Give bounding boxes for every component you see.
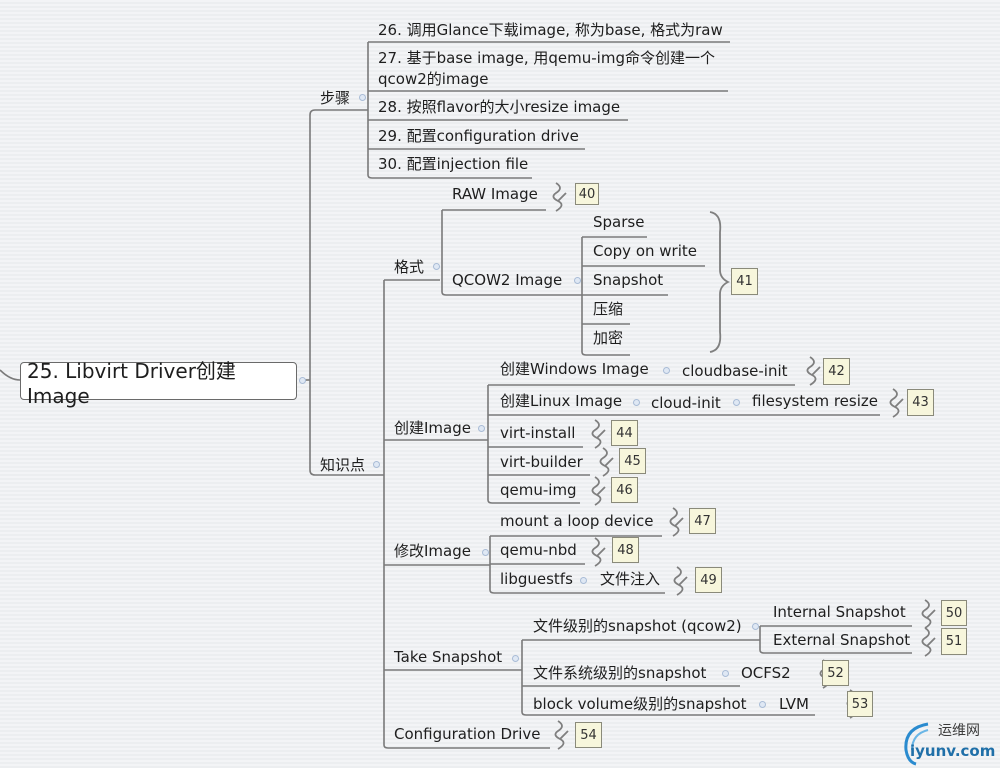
modify-image-topic[interactable]: 修改Image <box>394 542 471 560</box>
note-tag[interactable]: 52 <box>822 660 849 686</box>
qcow2-feature[interactable]: Snapshot <box>593 271 664 289</box>
tool-topic[interactable]: virt-builder <box>500 453 583 471</box>
collapse-toggle-icon[interactable] <box>752 623 759 630</box>
note-tag[interactable]: 47 <box>689 508 716 534</box>
collapse-toggle-icon[interactable] <box>482 549 489 556</box>
step-item[interactable]: 28. 按照flavor的大小resize image <box>378 98 621 116</box>
collapse-toggle-icon[interactable] <box>512 655 519 662</box>
qcow2-image-topic[interactable]: QCOW2 Image <box>452 271 563 289</box>
watermark-en: iyunv.com <box>910 742 996 760</box>
step-item[interactable]: 29. 配置configuration drive <box>378 127 579 145</box>
step-item[interactable]: 30. 配置injection file <box>378 155 529 173</box>
file-inject-topic[interactable]: 文件注入 <box>600 570 661 588</box>
config-drive-topic[interactable]: Configuration Drive <box>394 725 541 743</box>
collapse-toggle-icon[interactable] <box>722 670 729 677</box>
logo-swoosh-icon <box>904 722 929 766</box>
qcow2-feature[interactable]: 加密 <box>593 329 624 347</box>
note-tag[interactable]: 50 <box>941 600 967 626</box>
create-linux-topic[interactable]: 创建Linux Image <box>500 392 623 410</box>
note-tag[interactable]: 48 <box>612 537 639 563</box>
step-item[interactable]: 26. 调用Glance下载image, 称为base, 格式为raw <box>378 21 723 39</box>
tool-topic[interactable]: qemu-img <box>500 481 577 499</box>
qcow2-feature[interactable]: 压缩 <box>593 300 624 318</box>
collapse-toggle-icon[interactable] <box>663 367 670 374</box>
knowledge-topic[interactable]: 知识点 <box>320 456 366 474</box>
filesystem-resize-topic[interactable]: filesystem resize <box>752 392 878 410</box>
watermark-logo: 运维网 iyunv.com <box>898 718 998 766</box>
external-snapshot-topic[interactable]: External Snapshot <box>773 631 911 649</box>
create-image-topic[interactable]: 创建Image <box>394 419 471 437</box>
modify-method-topic[interactable]: mount a loop device <box>500 512 654 530</box>
root-topic[interactable]: 25. Libvirt Driver创建Image <box>20 359 297 408</box>
collapse-toggle-icon[interactable] <box>574 277 581 284</box>
internal-snapshot-topic[interactable]: Internal Snapshot <box>773 603 906 621</box>
collapse-toggle-icon[interactable] <box>373 461 380 468</box>
note-tag[interactable]: 40 <box>575 183 599 205</box>
note-tag[interactable]: 44 <box>611 420 638 446</box>
lvm-topic[interactable]: LVM <box>779 695 809 713</box>
note-tag[interactable]: 45 <box>619 448 646 474</box>
block-snapshot-topic[interactable]: block volume级别的snapshot <box>533 695 747 713</box>
note-tag[interactable]: 54 <box>575 722 602 748</box>
note-tag[interactable]: 51 <box>941 628 967 655</box>
steps-topic[interactable]: 步骤 <box>320 89 351 107</box>
root-topic-label: 25. Libvirt Driver创建Image <box>27 358 236 408</box>
format-topic[interactable]: 格式 <box>394 258 425 276</box>
note-tag[interactable]: 43 <box>907 389 934 416</box>
tool-topic[interactable]: virt-install <box>500 424 576 442</box>
fs-snapshot-topic[interactable]: 文件系统级别的snapshot <box>533 664 707 682</box>
collapse-toggle-icon[interactable] <box>633 399 640 406</box>
cloud-init-topic[interactable]: cloud-init <box>651 394 721 412</box>
collapse-toggle-icon[interactable] <box>433 263 440 270</box>
modify-method-topic[interactable]: libguestfs <box>500 570 573 588</box>
modify-method-topic[interactable]: qemu-nbd <box>500 541 577 559</box>
note-tag[interactable]: 53 <box>847 691 873 717</box>
note-tag[interactable]: 41 <box>731 268 758 295</box>
step-item[interactable]: 27. 基于base image, 用qemu-img命令创建一个 <box>378 49 715 67</box>
collapse-toggle-icon[interactable] <box>733 399 740 406</box>
qcow2-feature[interactable]: Sparse <box>593 213 645 231</box>
qcow2-feature[interactable]: Copy on write <box>593 242 697 260</box>
ocfs2-topic[interactable]: OCFS2 <box>741 664 791 682</box>
collapse-toggle-icon[interactable] <box>299 377 306 384</box>
note-tag[interactable]: 46 <box>611 477 638 503</box>
watermark-cn: 运维网 <box>938 723 980 739</box>
note-tag[interactable]: 49 <box>695 567 722 593</box>
raw-image-topic[interactable]: RAW Image <box>452 185 538 203</box>
create-windows-topic[interactable]: 创建Windows Image <box>500 360 649 378</box>
cloudbase-init-topic[interactable]: cloudbase-init <box>682 362 788 380</box>
collapse-toggle-icon[interactable] <box>759 701 766 708</box>
step-item-continuation: qcow2的image <box>378 70 489 88</box>
collapse-toggle-icon[interactable] <box>580 577 587 584</box>
note-tag[interactable]: 42 <box>823 358 850 385</box>
take-snapshot-topic[interactable]: Take Snapshot <box>394 648 503 666</box>
collapse-toggle-icon[interactable] <box>478 425 485 432</box>
collapse-toggle-icon[interactable] <box>359 94 366 101</box>
file-snapshot-topic[interactable]: 文件级别的snapshot (qcow2) <box>533 617 742 635</box>
